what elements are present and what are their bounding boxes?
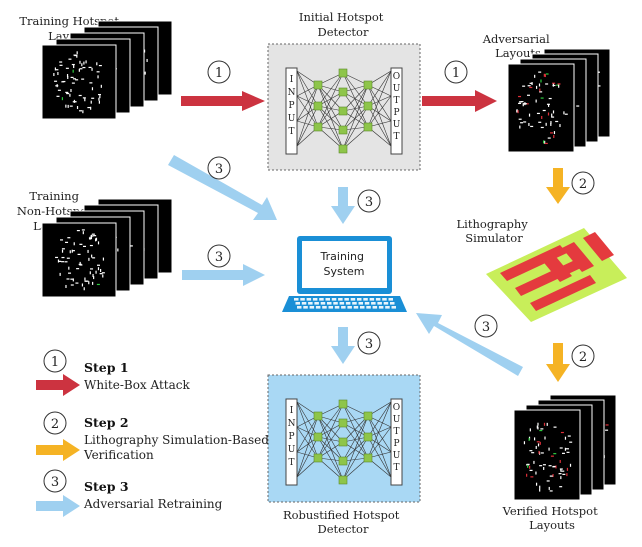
- step-circle: [444, 60, 468, 84]
- legend-circle-1: [43, 349, 67, 373]
- legend-step-3: 3 Step 3 Adversarial Retraining: [36, 469, 223, 517]
- verify-arrow-2: [546, 343, 570, 382]
- network-node: [338, 87, 348, 97]
- step-markers: 1 1 2 2 3 3 3 3 3: [207, 60, 595, 368]
- legend-circle-3: [43, 469, 67, 493]
- network-node: [313, 122, 323, 132]
- label-litho-sim: Lithography Simulator: [457, 217, 532, 245]
- network-node: [363, 80, 373, 90]
- litho-patterns: [500, 232, 614, 311]
- legend-desc-3: Adversarial Retraining: [83, 497, 223, 511]
- legend-title-1: Step 1: [84, 360, 129, 375]
- network-node: [338, 399, 348, 409]
- legend-num-2: 2: [51, 417, 59, 432]
- network-node: [338, 125, 348, 135]
- step-circle: [474, 314, 498, 338]
- network-node: [363, 411, 373, 421]
- step-number: 1: [215, 66, 223, 81]
- step-number: 2: [579, 350, 587, 365]
- step-number: 3: [215, 162, 223, 177]
- network-node: [313, 101, 323, 111]
- legend-num-3: 3: [51, 475, 59, 490]
- training-system-laptop: Training System: [282, 236, 407, 312]
- step-circle: [571, 344, 595, 368]
- legend-title-2: Step 2: [84, 415, 129, 430]
- network-node: [338, 68, 348, 78]
- network-node: [363, 101, 373, 111]
- legend-step-2: 2 Step 2 Lithography Simulation-Based Ve…: [36, 411, 273, 462]
- legend-arrow-3: [36, 501, 64, 511]
- lithography-simulator-graphic: [486, 228, 627, 322]
- network-node: [338, 475, 348, 485]
- step-circle: [357, 331, 381, 355]
- retrain-arrow-hotspot: [168, 155, 277, 220]
- label-adversarial: Adversarial Layouts: [482, 32, 554, 60]
- retrain-arrow-verified: [416, 313, 523, 376]
- step-circle: [571, 171, 595, 195]
- legend-title-3: Step 3: [84, 479, 129, 494]
- adversarial-layout-stack: [507, 48, 611, 153]
- laptop-screen: [302, 241, 387, 288]
- initial-input-bar: [285, 67, 298, 155]
- network-node: [313, 453, 323, 463]
- step-circle: [207, 156, 231, 180]
- network-node: [338, 456, 348, 466]
- retrain-arrow-robust: [331, 327, 355, 364]
- network-node: [338, 437, 348, 447]
- legend-desc-2: Lithography Simulation-Based Verificatio…: [83, 433, 273, 462]
- attack-arrow-1: [181, 91, 265, 111]
- legend-num-1: 1: [51, 355, 59, 370]
- attack-arrow-2: [422, 90, 497, 112]
- step-number: 2: [579, 177, 587, 192]
- laptop-keys: [294, 298, 396, 309]
- network-node: [313, 432, 323, 442]
- legend-desc-1: White-Box Attack: [84, 378, 190, 392]
- network-node: [338, 418, 348, 428]
- step-number: 3: [482, 320, 490, 335]
- label-robust-detector: Robustified Hotspot Detector: [283, 508, 403, 536]
- legend: 1 Step 1 White-Box Attack 2 Step 2 Litho…: [36, 349, 273, 517]
- robust-input-bar: [285, 398, 298, 486]
- legend-arrow-2: [36, 445, 64, 455]
- step-number: 1: [452, 66, 460, 81]
- label-initial-detector: Initial Hotspot Detector: [299, 10, 387, 39]
- legend-step-1: 1 Step 1 White-Box Attack: [36, 349, 190, 396]
- label-verified: Verified Hotspot Layouts: [502, 504, 602, 532]
- network-node: [338, 144, 348, 154]
- robust-network: [296, 399, 392, 485]
- verified-hotspot-layout-stack: [513, 394, 617, 501]
- retrain-arrow-initial: [331, 187, 355, 224]
- step-circle: [357, 189, 381, 213]
- legend-circle-2: [43, 411, 67, 435]
- training-hotspot-layout-stack: [41, 20, 173, 120]
- initial-network: [296, 68, 392, 154]
- step-circle: [207, 60, 231, 84]
- verify-arrow-1: [546, 168, 570, 204]
- robust-output-bar: [390, 398, 403, 486]
- legend-arrow-1: [36, 380, 64, 390]
- initial-output-bar: [390, 67, 403, 155]
- step-circle: [207, 244, 231, 268]
- step-number: 3: [365, 337, 373, 352]
- network-node: [363, 122, 373, 132]
- network-node: [313, 80, 323, 90]
- network-node: [363, 432, 373, 442]
- training-nonhotspot-layout-stack: [41, 198, 173, 298]
- network-node: [338, 106, 348, 116]
- network-node: [313, 411, 323, 421]
- step-number: 3: [365, 195, 373, 210]
- training-system-label: Training System: [320, 250, 368, 278]
- retrain-arrow-nonhotspot: [182, 264, 265, 286]
- network-node: [363, 453, 373, 463]
- step-number: 3: [215, 250, 223, 265]
